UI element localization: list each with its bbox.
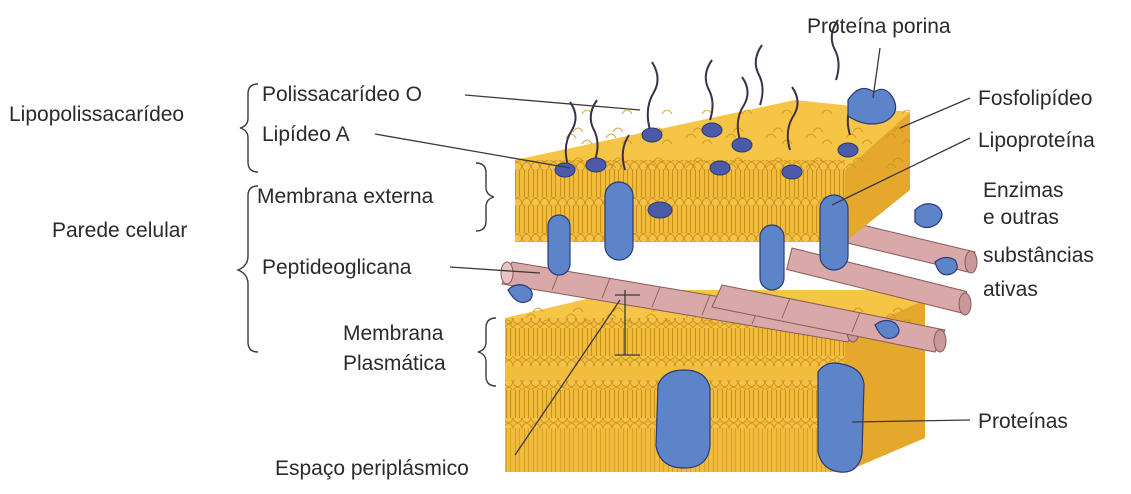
label-parede-celular: Parede celular bbox=[52, 219, 187, 242]
label-fosfolipideo: Fosfolipídeo bbox=[978, 87, 1092, 110]
outer-protein-2 bbox=[548, 215, 570, 275]
label-enzimas-1: Enzimas bbox=[983, 179, 1064, 202]
brace-membrana-plasmatica bbox=[478, 318, 496, 386]
label-polissacarideo-o: Polissacarídeo O bbox=[262, 83, 422, 106]
label-proteina-porina: Proteína porina bbox=[807, 15, 951, 38]
plasma-protein-2 bbox=[818, 363, 864, 472]
label-enzimas-2: e outras bbox=[983, 206, 1059, 229]
brace-lipopolissacarideo bbox=[240, 84, 258, 172]
enzyme-blob-2 bbox=[935, 257, 957, 274]
label-proteinas: Proteínas bbox=[978, 410, 1068, 433]
label-lipopolissacarideo: Lipopolissacarídeo bbox=[9, 103, 184, 126]
label-lipideo-a: Lipídeo A bbox=[262, 123, 350, 146]
outer-protein-1 bbox=[605, 182, 633, 260]
brace-membrana-externa bbox=[476, 163, 494, 231]
label-enzimas-4: ativas bbox=[983, 278, 1038, 301]
label-espaco-periplasmico: Espaço periplásmico bbox=[275, 457, 469, 480]
label-plasmatica: Plasmática bbox=[343, 352, 446, 375]
label-peptideoglicana: Peptideoglicana bbox=[262, 256, 412, 279]
label-membrana-externa: Membrana externa bbox=[257, 185, 434, 208]
brace-parede-celular bbox=[238, 186, 258, 352]
enzyme-blob-1 bbox=[915, 204, 942, 228]
plasma-protein-1 bbox=[656, 370, 710, 468]
porin-protein bbox=[848, 88, 896, 124]
lipoprotein-body bbox=[820, 195, 848, 270]
label-membrana: Membrana bbox=[343, 322, 444, 345]
label-lipoproteina: Lipoproteína bbox=[978, 129, 1095, 152]
label-enzimas-3: substâncias bbox=[983, 244, 1094, 267]
outer-protein-3 bbox=[760, 225, 784, 290]
periplasm-protein bbox=[508, 285, 532, 303]
